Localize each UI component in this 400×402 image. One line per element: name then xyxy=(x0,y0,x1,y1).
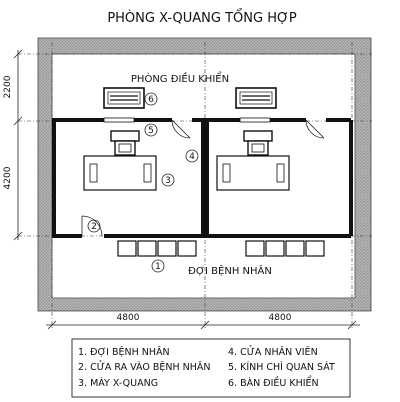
control-console-left xyxy=(103,87,145,109)
svg-text:4: 4 xyxy=(189,152,195,162)
waiting-chairs-right xyxy=(245,240,325,257)
dim-4800-left: 4800 xyxy=(117,313,140,323)
staff-door-right xyxy=(305,119,325,139)
legend-item-1: 1. ĐỢI BỆNH NHÂN xyxy=(78,346,170,358)
patient-door xyxy=(81,215,103,237)
legend-item-5: 5. KÍNH CHÌ QUAN SÁT xyxy=(228,361,335,373)
marker-3: 3 xyxy=(161,173,175,187)
observation-window-left xyxy=(103,117,135,123)
staff-door-left xyxy=(171,119,191,139)
legend-item-6: 6. BÀN ĐIỀU KHIỂN xyxy=(228,376,319,389)
legend-item-2: 2. CỬA RA VÀO BỆNH NHÂN xyxy=(78,361,211,373)
svg-text:5: 5 xyxy=(148,126,154,136)
dim-4200: 4200 xyxy=(3,166,13,189)
svg-text:6: 6 xyxy=(148,95,154,105)
horizontal-dimension: 4800 4800 xyxy=(46,313,360,330)
vertical-dimension: 2200 4200 xyxy=(3,49,23,241)
dim-4800-right: 4800 xyxy=(269,313,292,323)
dim-2200: 2200 xyxy=(3,75,13,98)
marker-2: 2 xyxy=(87,219,101,233)
marker-1: 1 xyxy=(151,259,165,273)
svg-text:2: 2 xyxy=(91,222,97,232)
control-room-label: PHÒNG ĐIỀU KHIỂN xyxy=(131,71,229,85)
legend-item-4: 4. CỬA NHÂN VIÊN xyxy=(228,346,318,358)
marker-5: 5 xyxy=(144,123,158,137)
x-ray-machine-right xyxy=(216,130,290,191)
waiting-chairs-left xyxy=(117,240,197,257)
x-ray-machine-left xyxy=(83,130,157,191)
waiting-area-label: ĐỢI BỆNH NHÂN xyxy=(188,264,272,277)
marker-4: 4 xyxy=(185,149,199,163)
svg-text:1: 1 xyxy=(155,262,161,272)
plan-title: PHÒNG X-QUANG TỔNG HỢP xyxy=(107,9,297,26)
legend-item-3: 3. MÁY X-QUANG xyxy=(78,377,158,389)
marker-6: 6 xyxy=(144,92,158,106)
observation-window-right xyxy=(239,117,271,123)
legend: 1. ĐỢI BỆNH NHÂN 2. CỬA RA VÀO BỆNH NHÂN… xyxy=(71,338,351,398)
svg-text:3: 3 xyxy=(165,176,171,186)
control-console-right xyxy=(235,87,277,109)
